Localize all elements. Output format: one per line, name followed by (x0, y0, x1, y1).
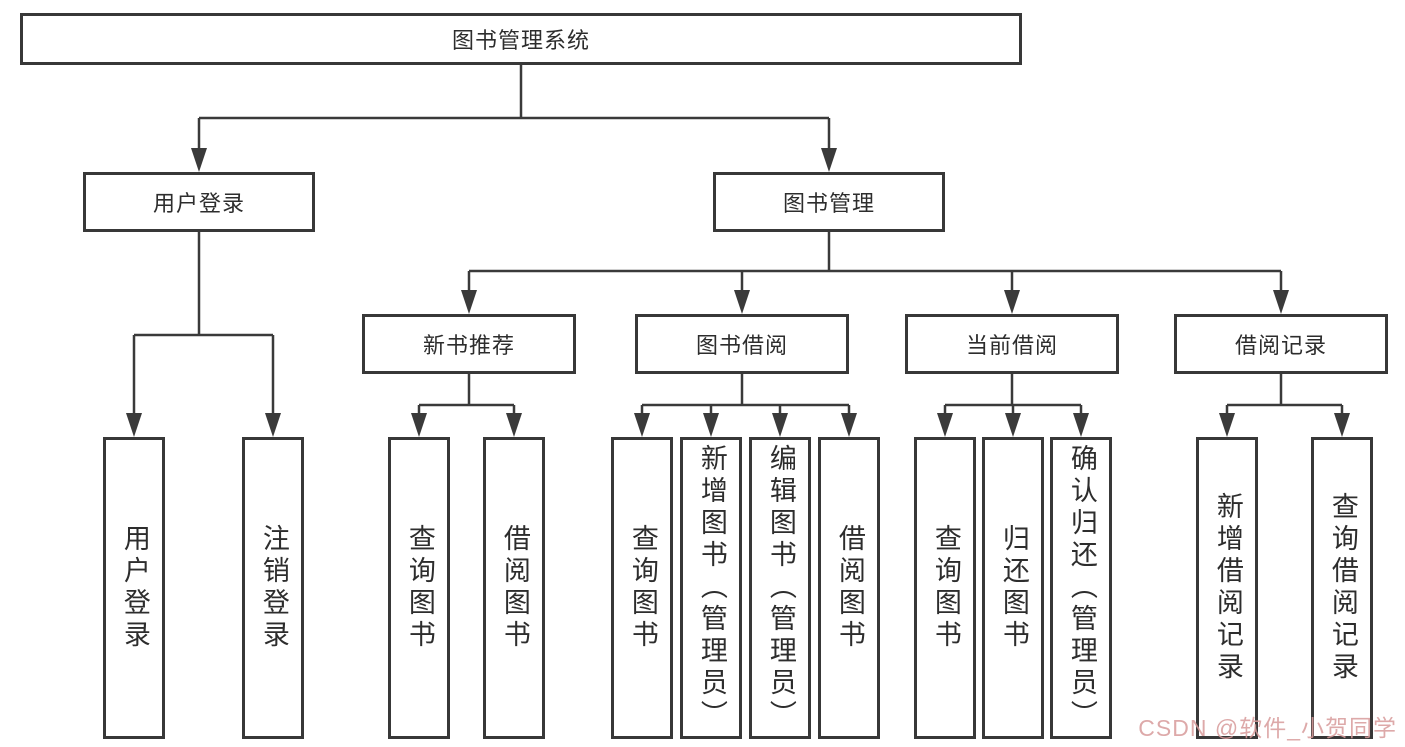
node-label: 新增图书（管理员） (696, 444, 727, 732)
node-current-borrow: 当前借阅 (905, 314, 1119, 374)
node-label: 查询图书 (930, 524, 961, 652)
arrow-down-icon (734, 290, 750, 314)
node-label: 编辑图书（管理员） (765, 444, 796, 732)
node-label: 新书推荐 (422, 333, 515, 358)
connector-current-borrow-to-leaves (943, 374, 1083, 417)
node-book-borrow: 图书借阅 (635, 314, 849, 374)
arrow-down-icon (191, 148, 207, 172)
node-leaf-user-login: 用户登录 (103, 437, 165, 739)
arrow-down-icon (841, 413, 857, 437)
node-leaf-logout: 注销登录 (242, 437, 304, 739)
arrow-down-icon (772, 413, 788, 437)
node-leaf-edit-books-admin: 编辑图书（管理员） (749, 437, 811, 739)
node-user-login: 用户登录 (83, 172, 315, 232)
arrow-down-icon (1219, 413, 1235, 437)
arrow-down-icon (937, 413, 953, 437)
node-root: 图书管理系统 (20, 13, 1022, 65)
arrow-down-icon (126, 413, 142, 437)
node-label: 归还图书 (998, 524, 1029, 652)
arrow-down-icon (1005, 413, 1021, 437)
arrow-down-icon (265, 413, 281, 437)
connector-user-login-to-leaves (132, 232, 275, 417)
node-leaf-query-borrow-record: 查询借阅记录 (1311, 437, 1373, 739)
node-leaf-borrow-books-2: 借阅图书 (818, 437, 880, 739)
node-leaf-borrow-books-1: 借阅图书 (483, 437, 545, 739)
node-leaf-query-books-1: 查询图书 (388, 437, 450, 739)
arrow-down-icon (1004, 290, 1020, 314)
node-label: 借阅记录 (1234, 333, 1327, 358)
arrow-down-icon (411, 413, 427, 437)
arrow-down-icon (1273, 290, 1289, 314)
connector-root-to-level2 (197, 65, 831, 152)
node-label: 用户登录 (119, 524, 150, 652)
node-book-management: 图书管理 (713, 172, 945, 232)
node-label: 查询图书 (627, 524, 658, 652)
arrow-down-icon (506, 413, 522, 437)
node-leaf-query-books-2: 查询图书 (611, 437, 673, 739)
node-label: 当前借阅 (965, 333, 1058, 358)
connector-book-borrow-to-leaves (640, 374, 851, 417)
node-label: 借阅图书 (499, 524, 530, 652)
node-leaf-add-books-admin: 新增图书（管理员） (680, 437, 742, 739)
arrow-down-icon (821, 148, 837, 172)
node-borrow-record: 借阅记录 (1174, 314, 1388, 374)
arrow-down-icon (703, 413, 719, 437)
arrow-down-icon (634, 413, 650, 437)
node-label: 注销登录 (258, 524, 289, 652)
node-label: 查询借阅记录 (1327, 492, 1358, 684)
node-label: 查询图书 (404, 524, 435, 652)
node-label: 图书管理系统 (451, 28, 590, 53)
node-label: 用户登录 (152, 191, 245, 216)
node-leaf-confirm-return-admin: 确认归还（管理员） (1050, 437, 1112, 739)
node-leaf-return-books: 归还图书 (982, 437, 1044, 739)
node-label: 图书借阅 (695, 333, 788, 358)
node-label: 新增借阅记录 (1212, 492, 1243, 684)
node-leaf-add-borrow-record: 新增借阅记录 (1196, 437, 1258, 739)
node-label: 图书管理 (782, 191, 875, 216)
node-label: 确认归还（管理员） (1066, 444, 1097, 732)
node-leaf-query-books-3: 查询图书 (914, 437, 976, 739)
connector-book-mgmt-to-level3 (467, 232, 1283, 294)
connector-borrow-record-to-leaves (1225, 374, 1344, 417)
node-label: 借阅图书 (834, 524, 865, 652)
connector-new-book-to-leaves (417, 374, 516, 417)
arrow-down-icon (1334, 413, 1350, 437)
node-new-book-recommend: 新书推荐 (362, 314, 576, 374)
arrow-down-icon (1073, 413, 1089, 437)
arrow-down-icon (461, 290, 477, 314)
